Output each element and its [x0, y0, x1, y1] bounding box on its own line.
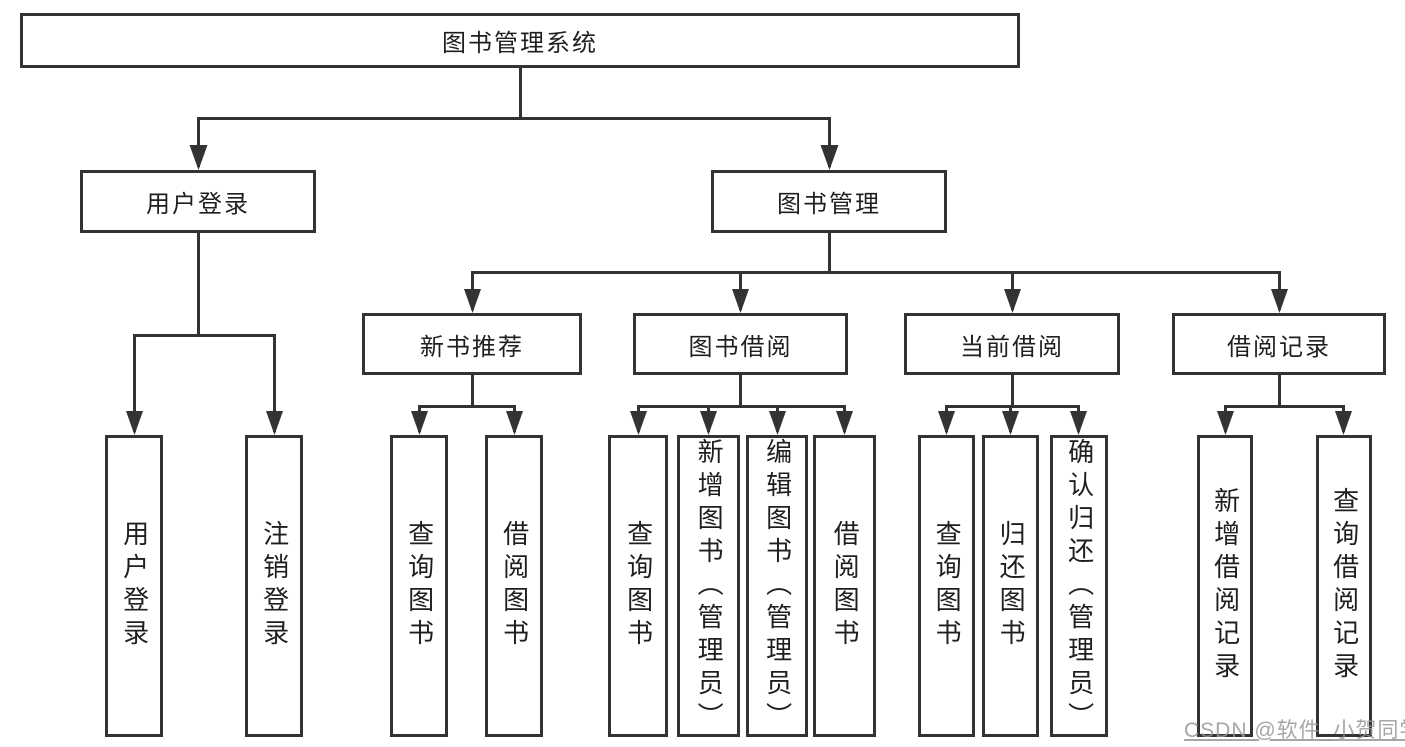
node-book-borrow: 图书借阅: [633, 313, 848, 375]
node-library-system: 图书管理系统: [20, 13, 1020, 68]
leaf-confirm-return-admin-label: 确认归还（管理员）: [1064, 438, 1095, 735]
leaf-borrow-books-recommend-label: 借阅图书: [499, 520, 530, 652]
leaf-query-books-recommend-label: 查询图书: [404, 520, 435, 652]
leaf-logout-label: 注销登录: [259, 520, 290, 652]
watermark: CSDN @软件_小贺同学: [1184, 719, 1405, 742]
leaf-query-borrow-record: 查询借阅记录: [1316, 435, 1372, 737]
leaf-add-borrow-record: 新增借阅记录: [1197, 435, 1253, 737]
leaf-user-login-label: 用户登录: [119, 520, 150, 652]
node-library-system-label: 图书管理系统: [442, 30, 598, 57]
leaf-edit-books-admin-label: 编辑图书（管理员）: [762, 438, 793, 735]
node-book-management-label: 图书管理: [777, 191, 881, 218]
leaf-user-login: 用户登录: [105, 435, 163, 737]
leaf-borrow-books: 借阅图书: [813, 435, 876, 737]
connector-new-books-children: [411, 375, 523, 435]
leaf-return-books-label: 归还图书: [996, 520, 1027, 652]
node-borrow-records: 借阅记录: [1172, 313, 1386, 375]
leaf-query-books-borrow: 查询图书: [608, 435, 668, 737]
node-current-borrow: 当前借阅: [904, 313, 1120, 375]
leaf-add-borrow-record-label: 新增借阅记录: [1210, 487, 1241, 685]
leaf-query-borrow-record-label: 查询借阅记录: [1329, 487, 1360, 685]
leaf-borrow-books-label: 借阅图书: [830, 520, 861, 652]
leaf-query-books-current-label: 查询图书: [932, 520, 963, 652]
leaf-add-books-admin: 新增图书（管理员）: [677, 435, 740, 737]
connector-root-branches: [189, 67, 839, 170]
leaf-add-books-admin-label: 新增图书（管理员）: [694, 438, 725, 735]
leaf-borrow-books-recommend: 借阅图书: [485, 435, 543, 737]
leaf-edit-books-admin: 编辑图书（管理员）: [746, 435, 808, 737]
node-new-book-recommend: 新书推荐: [362, 313, 582, 375]
leaf-query-books-current: 查询图书: [918, 435, 975, 737]
connector-book-mgmt-children: [464, 233, 1288, 313]
connector-current-borrow-children: [938, 375, 1087, 435]
leaf-confirm-return-admin: 确认归还（管理员）: [1050, 435, 1108, 737]
leaf-query-books-borrow-label: 查询图书: [623, 520, 654, 652]
node-book-management: 图书管理: [711, 170, 947, 233]
node-book-borrow-label: 图书借阅: [688, 333, 793, 361]
connector-book-borrow-children: [630, 375, 853, 435]
leaf-return-books: 归还图书: [982, 435, 1039, 737]
leaf-logout: 注销登录: [245, 435, 303, 737]
connector-borrow-records-children: [1217, 375, 1352, 435]
leaf-query-books-recommend: 查询图书: [390, 435, 448, 737]
node-user-login-label: 用户登录: [146, 191, 250, 218]
connector-user-login-children: [126, 233, 283, 435]
node-borrow-records-label: 借阅记录: [1227, 333, 1331, 361]
node-new-book-recommend-label: 新书推荐: [420, 333, 524, 361]
node-user-login: 用户登录: [80, 170, 316, 233]
node-current-borrow-label: 当前借阅: [960, 333, 1064, 361]
